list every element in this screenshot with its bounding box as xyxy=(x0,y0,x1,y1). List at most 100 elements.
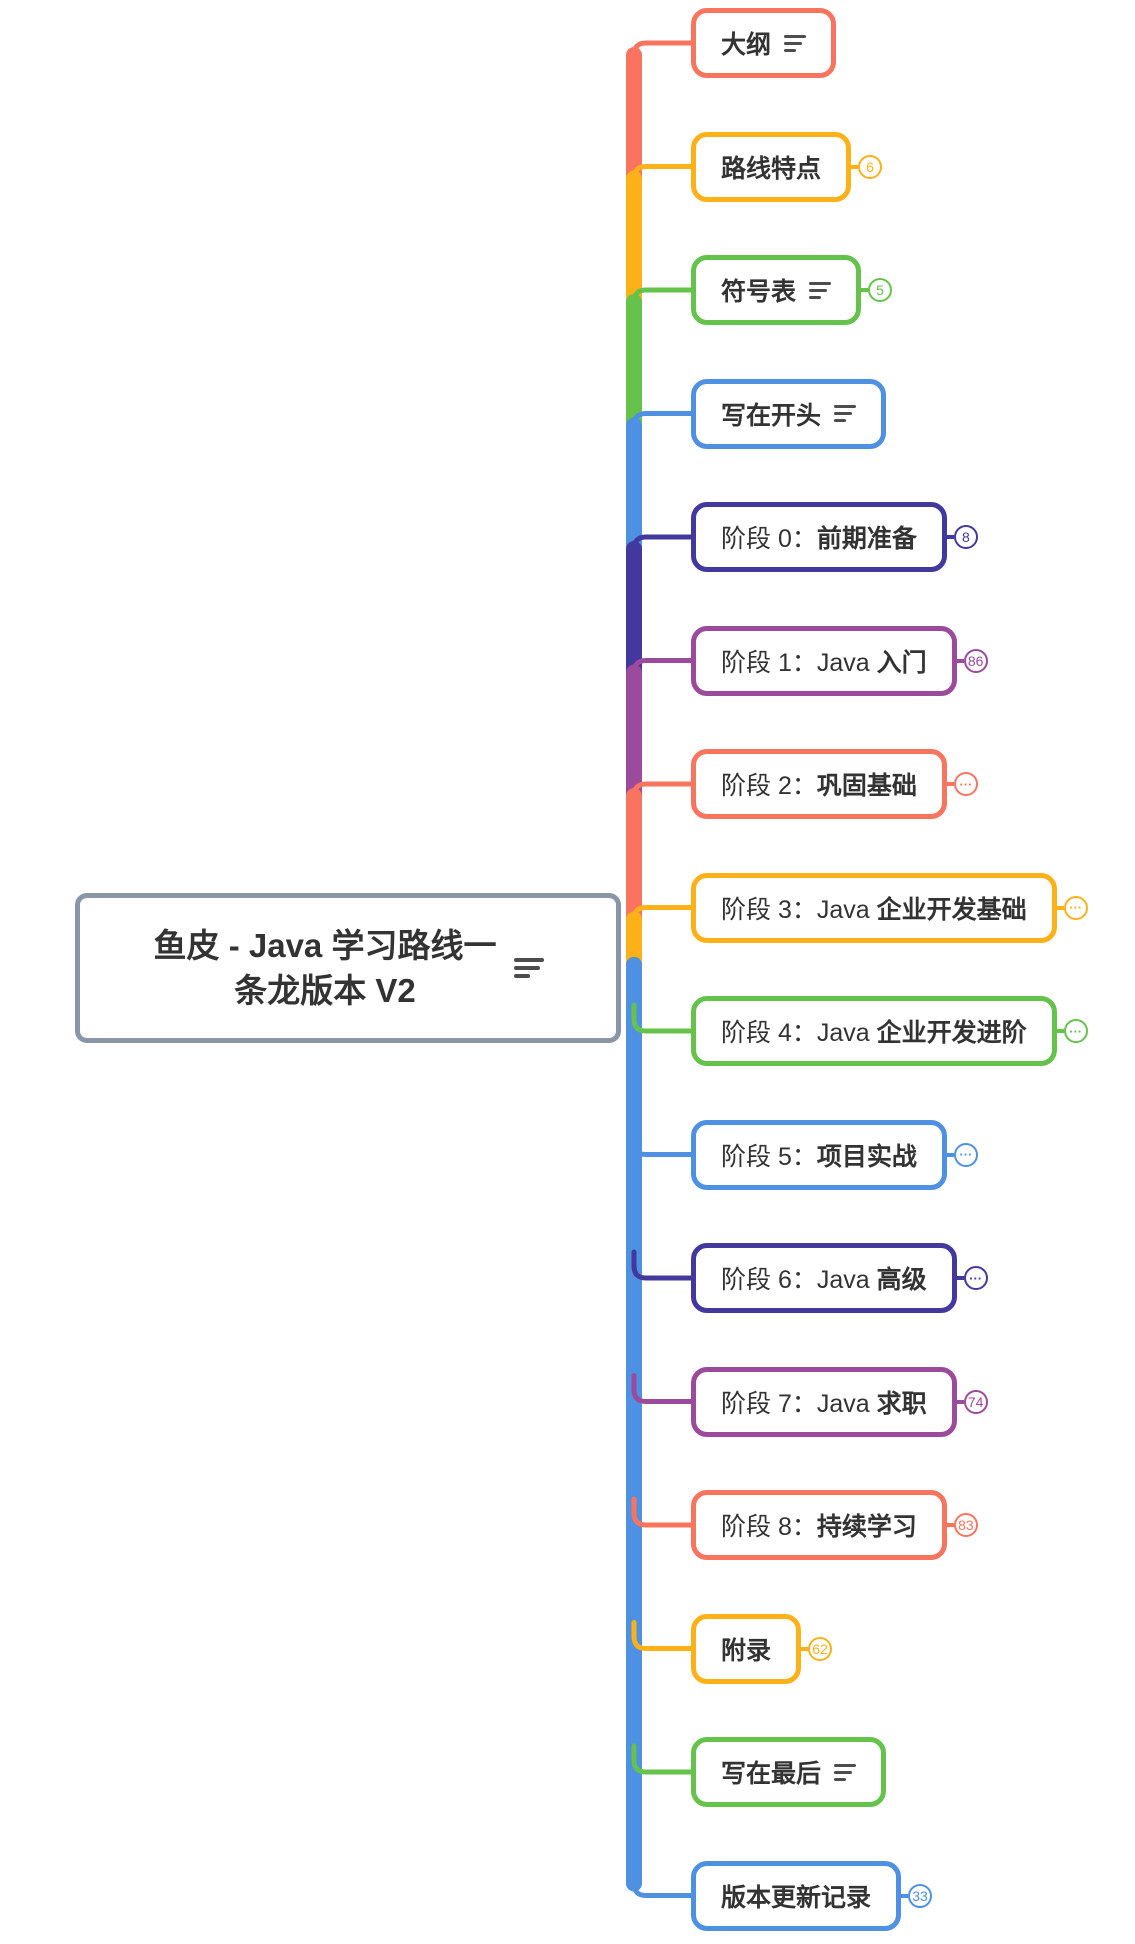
child-count-badge[interactable]: ··· xyxy=(1063,1019,1088,1043)
branch-row-10: 阶段 6：Java 高级 ··· xyxy=(691,1243,988,1313)
child-count-badge[interactable]: ··· xyxy=(953,1142,978,1167)
child-count-badge[interactable]: 33 xyxy=(908,1883,933,1908)
child-count-badge[interactable]: ··· xyxy=(963,1266,988,1290)
badge-connector xyxy=(956,1399,964,1404)
topic-label-main: 求职 xyxy=(876,1389,927,1418)
topic-label-prefix: 阶段 4：Java xyxy=(721,1019,877,1047)
badge-connector xyxy=(946,782,954,786)
topic-label: 阶段 7：Java 求职 xyxy=(721,1384,927,1420)
badge-connector xyxy=(851,164,859,169)
topic-label: 附录 xyxy=(721,1631,771,1667)
topic-1[interactable]: 路线特点 xyxy=(691,131,852,202)
topic-4[interactable]: 阶段 0：前期准备 xyxy=(691,502,947,572)
badge-connector xyxy=(861,288,869,292)
topic-11[interactable]: 阶段 7：Java 求职 xyxy=(691,1366,957,1437)
badge-connector xyxy=(946,535,954,539)
branch-row-8: 阶段 4：Java 企业开发进阶 ··· xyxy=(691,996,1088,1066)
branch-row-2: 符号表 5 xyxy=(691,255,893,325)
badge-connector xyxy=(946,1152,954,1157)
branch-row-11: 阶段 7：Java 求职 74 xyxy=(691,1366,988,1437)
child-count-badge[interactable]: 83 xyxy=(953,1513,978,1537)
topic-0[interactable]: 大纲 xyxy=(691,8,837,78)
topic-label: 版本更新记录 xyxy=(721,1878,871,1914)
topic-14[interactable]: 写在最后 xyxy=(691,1737,887,1807)
branch-row-6: 阶段 2：巩固基础··· xyxy=(691,749,978,819)
child-count-badge[interactable]: ··· xyxy=(1063,895,1088,920)
topic-label-main: 路线特点 xyxy=(721,154,822,183)
topic-label-main: 巩固基础 xyxy=(816,772,917,800)
topic-2[interactable]: 符号表 xyxy=(691,255,862,325)
topic-label-main: 附录 xyxy=(721,1636,772,1665)
child-count-badge[interactable]: 6 xyxy=(858,154,883,179)
topic-label-prefix: 阶段 5： xyxy=(721,1142,817,1171)
branch-row-1: 路线特点 6 xyxy=(691,131,883,202)
topic-15[interactable]: 版本更新记录 xyxy=(691,1860,902,1931)
topic-label: 阶段 3：Java 企业开发基础 xyxy=(721,890,1027,926)
topic-label-main: 企业开发基础 xyxy=(876,895,1027,924)
topic-label-prefix: 阶段 7：Java xyxy=(721,1389,877,1418)
topic-9[interactable]: 阶段 5：项目实战 xyxy=(691,1119,947,1190)
topic-10[interactable]: 阶段 6：Java 高级 xyxy=(691,1243,957,1313)
topic-6[interactable]: 阶段 2：巩固基础 xyxy=(691,749,947,819)
branch-row-13: 附录 62 xyxy=(691,1613,833,1684)
branch-row-14: 写在最后 xyxy=(691,1737,887,1807)
topic-label: 阶段 5：项目实战 xyxy=(721,1137,917,1173)
topic-label-main: 写在开头 xyxy=(721,401,822,430)
badge-connector xyxy=(1056,905,1064,910)
topic-label-prefix: 阶段 0： xyxy=(721,525,817,553)
branch-row-7: 阶段 3：Java 企业开发基础 ··· xyxy=(691,872,1088,943)
topic-label-main: 入门 xyxy=(876,648,927,677)
branch-row-12: 阶段 8：持续学习 83 xyxy=(691,1490,978,1560)
child-count-badge[interactable]: 62 xyxy=(808,1636,833,1661)
topic-label-main: 高级 xyxy=(876,1266,927,1294)
topic-3[interactable]: 写在开头 xyxy=(691,378,887,449)
root-topic[interactable]: 鱼皮 - Java 学习路线一 条龙版本 V2 xyxy=(75,893,621,1043)
badge-connector xyxy=(956,1276,964,1280)
topic-label: 阶段 4：Java 企业开发进阶 xyxy=(721,1013,1027,1049)
child-count-badge[interactable]: 8 xyxy=(953,525,978,549)
branch-row-0: 大纲 xyxy=(691,8,837,78)
badge-connector xyxy=(1056,1029,1064,1033)
topic-label-main: 企业开发进阶 xyxy=(876,1019,1027,1047)
topic-label: 阶段 8：持续学习 xyxy=(721,1507,917,1543)
branch-row-9: 阶段 5：项目实战 ··· xyxy=(691,1119,978,1190)
topic-label: 符号表 xyxy=(721,272,796,308)
topic-label: 阶段 0：前期准备 xyxy=(721,519,917,555)
notes-icon[interactable] xyxy=(834,405,857,422)
branch-row-4: 阶段 0：前期准备 8 xyxy=(691,502,978,572)
badge-connector xyxy=(946,1523,954,1527)
topic-5[interactable]: 阶段 1：Java 入门 xyxy=(691,625,957,696)
notes-icon[interactable] xyxy=(834,1763,857,1781)
topic-label-main: 前期准备 xyxy=(816,525,917,553)
child-count-badge[interactable]: 86 xyxy=(963,648,988,673)
topic-7[interactable]: 阶段 3：Java 企业开发基础 xyxy=(691,872,1057,943)
badge-connector xyxy=(901,1893,909,1898)
notes-icon[interactable] xyxy=(784,34,807,52)
child-count-badge[interactable]: ··· xyxy=(953,772,978,796)
branch-row-3: 写在开头 xyxy=(691,378,887,449)
root-topic-title: 鱼皮 - Java 学习路线一 条龙版本 V2 xyxy=(153,927,497,1009)
topic-label-prefix: 阶段 2： xyxy=(721,772,817,800)
child-count-badge[interactable]: 74 xyxy=(963,1389,988,1414)
topic-label: 阶段 6：Java 高级 xyxy=(721,1260,927,1296)
child-count-badge[interactable]: 5 xyxy=(868,278,893,302)
topic-label-prefix: 阶段 3：Java xyxy=(721,895,877,924)
topic-8[interactable]: 阶段 4：Java 企业开发进阶 xyxy=(691,996,1057,1066)
topic-label-main: 持续学习 xyxy=(816,1513,917,1541)
topic-label: 写在最后 xyxy=(721,1754,821,1790)
notes-icon[interactable] xyxy=(514,958,545,978)
topic-label-prefix: 阶段 6：Java xyxy=(721,1266,877,1294)
topic-13[interactable]: 附录 xyxy=(691,1613,802,1684)
topic-label-main: 大纲 xyxy=(721,31,772,59)
topic-label: 写在开头 xyxy=(721,396,821,432)
topic-label-main: 项目实战 xyxy=(816,1142,917,1171)
topic-label-prefix: 阶段 8： xyxy=(721,1513,817,1541)
topic-12[interactable]: 阶段 8：持续学习 xyxy=(691,1490,947,1560)
badge-connector xyxy=(801,1646,809,1651)
topic-label-main: 版本更新记录 xyxy=(721,1883,872,1912)
topic-label: 大纲 xyxy=(721,25,771,61)
notes-icon[interactable] xyxy=(809,281,832,299)
